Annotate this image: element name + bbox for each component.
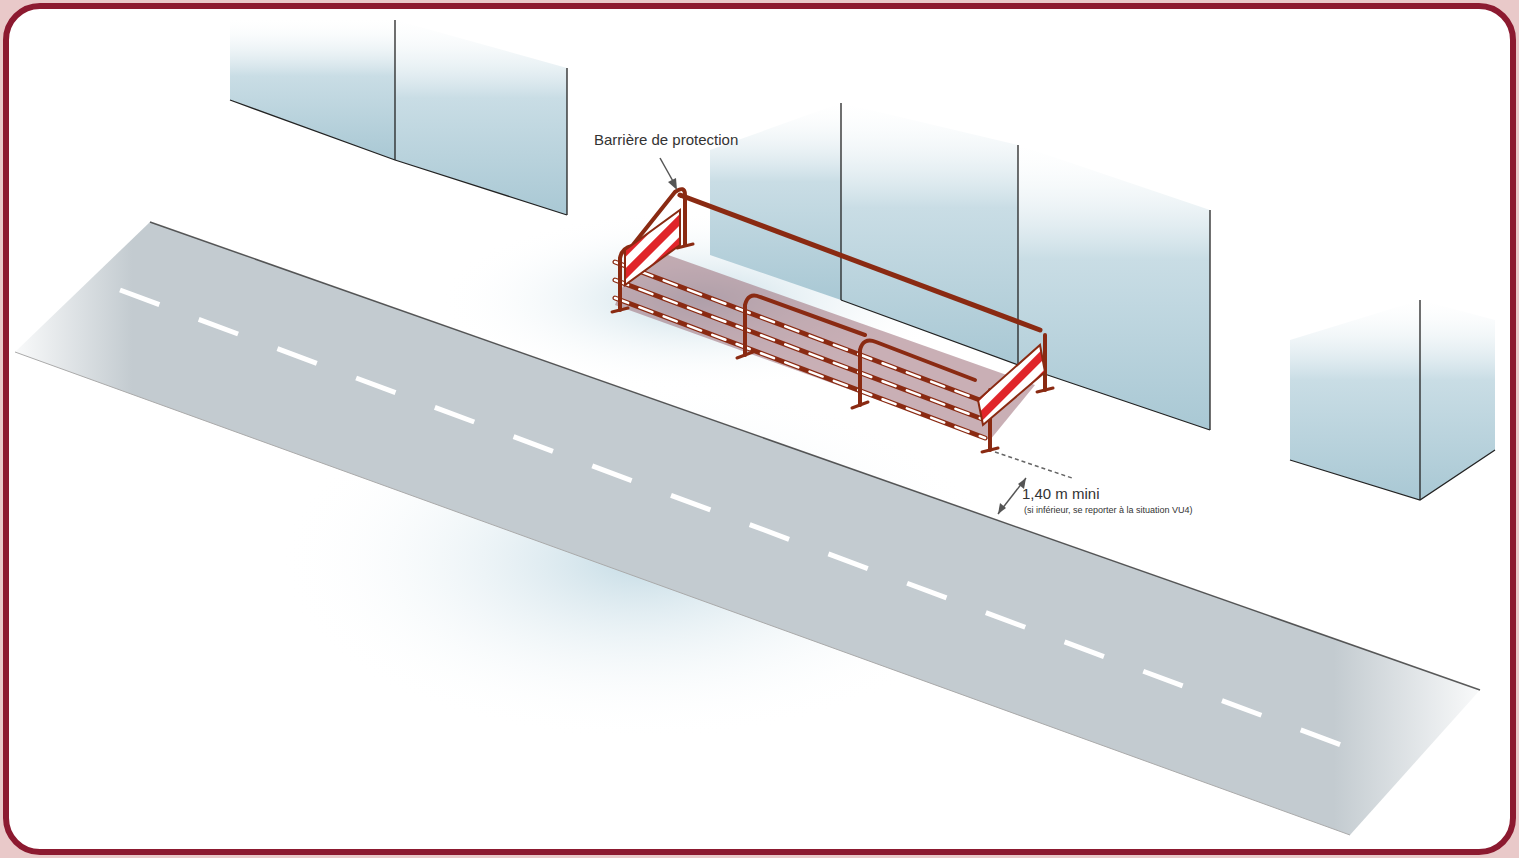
part-name: Barrière de protection [594, 131, 738, 148]
dimension-label: 1,40 m mini [1022, 485, 1100, 502]
dimension-note: (si inférieur, se reporter à la situatio… [1024, 505, 1193, 515]
